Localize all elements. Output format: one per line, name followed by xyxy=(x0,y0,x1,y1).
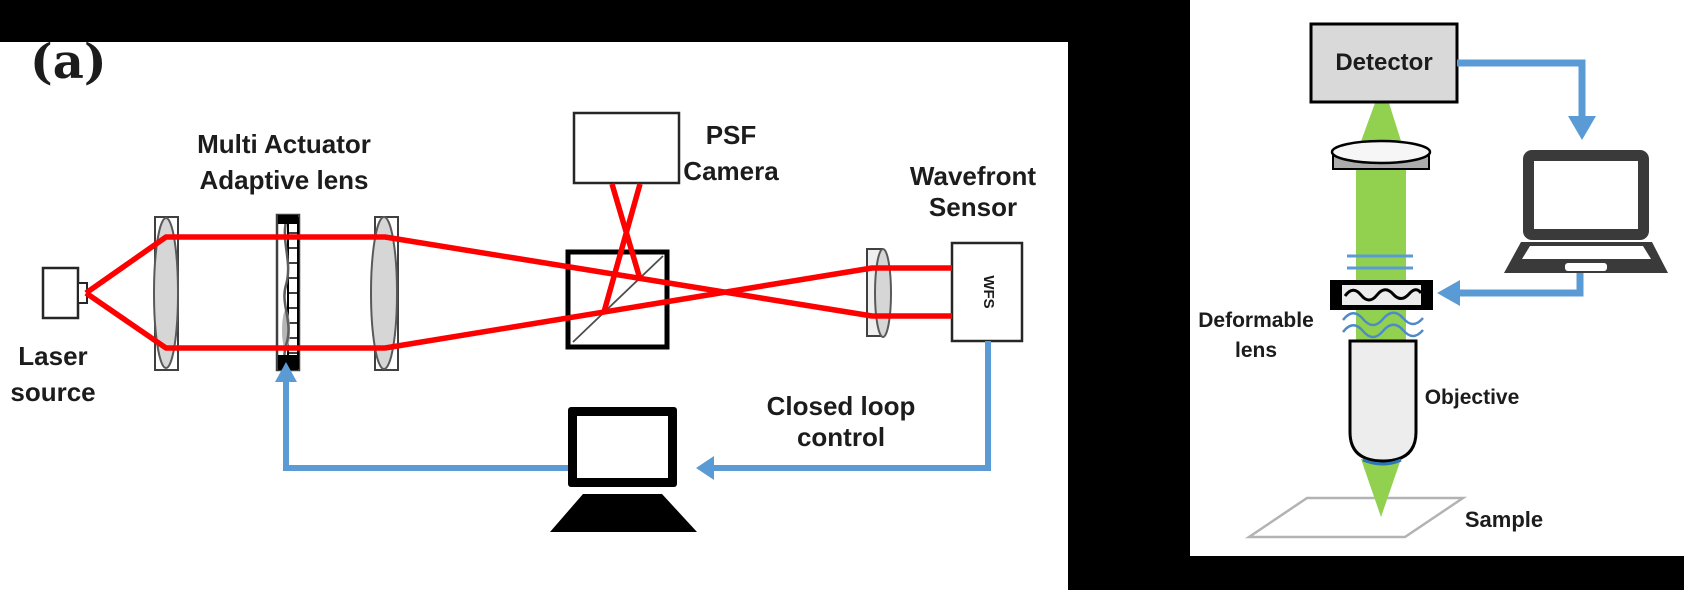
wavefront-wave-lines xyxy=(1342,311,1424,339)
laptop-b-touchpad xyxy=(1565,263,1607,271)
green-cone-to-detector xyxy=(1360,103,1402,144)
closed-loop-label-line1: Closed loop xyxy=(766,391,916,421)
laptop-icon xyxy=(550,407,697,532)
beam-reflected-2 xyxy=(601,183,643,313)
deformable-lens-label-line1: Deformable xyxy=(1198,309,1314,332)
laser-source-label: Laser source xyxy=(1,338,105,410)
wavefront-sensor-label: Wavefront Sensor xyxy=(893,161,1053,223)
psf-camera-label-line2: Camera xyxy=(683,156,779,186)
beam-upper-path xyxy=(84,234,952,319)
laptop-a-screen xyxy=(577,416,668,478)
detector-label: Detector xyxy=(1335,49,1433,76)
multi-actuator-adaptive-lens-icon xyxy=(275,213,301,372)
objective-label: Objective xyxy=(1424,386,1520,409)
lens1-glass xyxy=(153,217,179,369)
laptop-b-keyboard xyxy=(1522,246,1651,259)
psf-camera-label-line1: PSF xyxy=(705,120,757,150)
focusing-lens-icon xyxy=(866,248,892,338)
laser-aperture xyxy=(77,282,88,304)
arrowhead-up-icon xyxy=(275,362,297,382)
objective-front-lens xyxy=(1362,458,1402,466)
deformable-membrane-wave xyxy=(1343,288,1423,302)
computer-to-lens-line xyxy=(283,378,568,471)
arrowhead-left-b-icon xyxy=(1437,280,1460,306)
tube-lens-icon xyxy=(1330,139,1432,170)
laptop-to-lens-line xyxy=(1459,272,1584,297)
laser-source-label-line2: source xyxy=(10,377,96,407)
adaptive-lens-label-line2: Adaptive lens xyxy=(199,165,369,195)
psf-camera-label: PSF Camera xyxy=(651,117,811,189)
wfs-to-computer-line xyxy=(712,341,991,471)
wave-line-1 xyxy=(1342,311,1424,327)
adaptive-lens-label: Multi Actuator Adaptive lens xyxy=(154,126,414,198)
wavefront-sensor-label-line1: Wavefront xyxy=(909,161,1037,191)
detector-to-computer-arrow xyxy=(1457,59,1596,140)
adaptive-lens-bottom-cap xyxy=(278,355,298,370)
objective-icon xyxy=(1348,339,1418,466)
green-focus-cone xyxy=(1361,459,1401,517)
laptop-a-base xyxy=(550,494,697,532)
closed-loop-arrows xyxy=(275,341,991,480)
laptop-b-icon xyxy=(1504,150,1668,273)
panel-a-tag: (a) xyxy=(30,34,107,90)
detector-to-laptop-line xyxy=(1457,59,1586,117)
deformable-lens-label: Deformable lens xyxy=(1186,306,1326,366)
lens2-glass xyxy=(370,216,398,370)
laser-source-label-line1: Laser xyxy=(18,341,88,371)
relay-lens-icon xyxy=(370,216,399,371)
wavefront-sensor-label-line2: Sensor xyxy=(928,192,1018,222)
laser-beam-paths xyxy=(84,183,952,351)
arrowhead-down-icon xyxy=(1568,116,1596,140)
deformable-lens-label-line2: lens xyxy=(1234,339,1278,362)
actuator-segments xyxy=(288,232,298,354)
wfs-box xyxy=(950,241,1024,343)
closed-loop-label-line2: control xyxy=(796,422,886,452)
adaptive-lens-label-line1: Multi Actuator xyxy=(197,129,371,159)
wave-line-2 xyxy=(1342,323,1424,339)
computer-to-deformable-arrow xyxy=(1437,272,1584,306)
adaptive-lens-top-cap xyxy=(278,215,298,224)
deformable-lens-window xyxy=(1342,285,1421,305)
psf-camera-box xyxy=(572,111,681,185)
objective-body xyxy=(1348,339,1418,463)
laptop-b-screen xyxy=(1534,161,1638,229)
closed-loop-label: Closed loop control xyxy=(759,391,923,453)
collimating-lens-icon xyxy=(153,216,179,371)
beamsplitter-diagonal xyxy=(572,255,664,343)
beam-lower-path xyxy=(84,265,952,351)
conjugate-plane-lines xyxy=(1347,254,1413,270)
tube-lens-glass xyxy=(1330,139,1432,165)
sample-plane xyxy=(1244,496,1468,539)
deformable-lens-icon xyxy=(1330,280,1433,310)
wfs-box-label: WFS xyxy=(980,275,997,309)
arrowhead-left-icon xyxy=(696,456,714,480)
lens3-glass xyxy=(874,248,892,338)
laser-body xyxy=(41,266,80,320)
sample-label: Sample xyxy=(1464,507,1544,532)
